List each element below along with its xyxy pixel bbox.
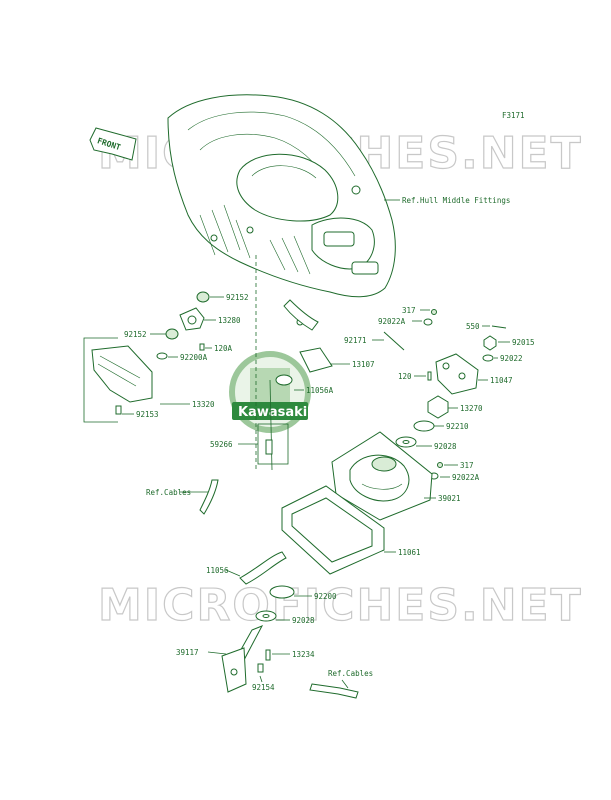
part-550: 550 — [466, 322, 480, 331]
bolt-120 — [427, 371, 432, 381]
seal-92210 — [413, 420, 435, 432]
cable-bottom — [309, 683, 359, 699]
grommet-92152-top — [196, 291, 210, 303]
part-92153: 92153 — [136, 410, 159, 419]
washer-92200 — [269, 585, 295, 599]
part-92152-left: 92152 — [124, 330, 147, 339]
part-13280: 13280 — [218, 316, 241, 325]
pin-550 — [491, 325, 507, 329]
part-11061: 11061 — [398, 548, 421, 557]
ref-cables-bottom: Ref.Cables — [328, 669, 373, 678]
clip-92200A — [156, 352, 168, 360]
part-13320: 13320 — [192, 400, 215, 409]
part-92210: 92210 — [446, 422, 469, 431]
ref-hull-label: Ref.Hull Middle Fittings — [402, 196, 510, 205]
part-92022A-top: 92022A — [378, 317, 406, 326]
washer-92022 — [482, 354, 494, 362]
part-59266: 59266 — [210, 440, 233, 449]
ref-cables-left: Ref.Cables — [146, 488, 191, 497]
logo-text: Kawasaki — [238, 405, 307, 420]
cam-13270 — [427, 395, 449, 419]
part-120: 120 — [398, 372, 412, 381]
hull-body — [167, 94, 396, 331]
rod-92171 — [383, 331, 405, 351]
nut-92015 — [483, 335, 497, 351]
part-92152-top: 92152 — [226, 293, 249, 302]
part-39021: 39021 — [438, 494, 461, 503]
watermark-bottom: MICROFICHES.NET — [98, 580, 583, 631]
part-92200A: 92200A — [180, 353, 208, 362]
plate-13107 — [299, 347, 333, 373]
screw-92153 — [115, 405, 122, 415]
part-92022A-bottom: 92022A — [452, 473, 480, 482]
cover-13320-group: 13320 92153 — [83, 337, 215, 423]
washer-92022A-top — [423, 318, 433, 326]
screw-317-top — [431, 309, 437, 315]
part-11047: 11047 — [490, 376, 513, 385]
part-92154: 92154 — [252, 683, 275, 692]
part-317-bottom: 317 — [460, 461, 474, 470]
bracket-11047 — [435, 353, 479, 395]
clip-92154 — [257, 663, 264, 673]
figure-code: F3171 — [502, 111, 525, 120]
part-120A: 120A — [214, 344, 233, 353]
part-92028-top: 92028 — [434, 442, 457, 451]
part-92022: 92022 — [500, 354, 523, 363]
housing-39021: 39021 — [331, 431, 461, 521]
part-92015: 92015 — [512, 338, 535, 347]
part-11056A: 11056A — [306, 386, 334, 395]
bolt-120A — [199, 343, 205, 351]
part-39117: 39117 — [176, 648, 199, 657]
lever-11056 — [239, 551, 287, 585]
front-arrow-icon: FRONT — [89, 127, 137, 161]
cable-left — [199, 479, 219, 515]
gasket-11061: 11061 — [281, 485, 421, 575]
part-13270: 13270 — [460, 404, 483, 413]
part-13107: 13107 — [352, 360, 375, 369]
part-92171: 92171 — [344, 336, 367, 345]
part-317-top: 317 — [402, 306, 416, 315]
collar-11056A — [275, 374, 293, 386]
part-13234: 13234 — [292, 650, 315, 659]
shaft-39117: 39117 — [176, 625, 264, 693]
pin-13234 — [265, 649, 271, 661]
part-92200: 92200 — [314, 592, 337, 601]
cable-end-59266 — [265, 439, 273, 455]
grommet-92152-left — [165, 328, 179, 340]
screw-317-bottom — [437, 462, 443, 468]
part-92028-bottom: 92028 — [292, 616, 315, 625]
part-11056: 11056 — [206, 566, 229, 575]
